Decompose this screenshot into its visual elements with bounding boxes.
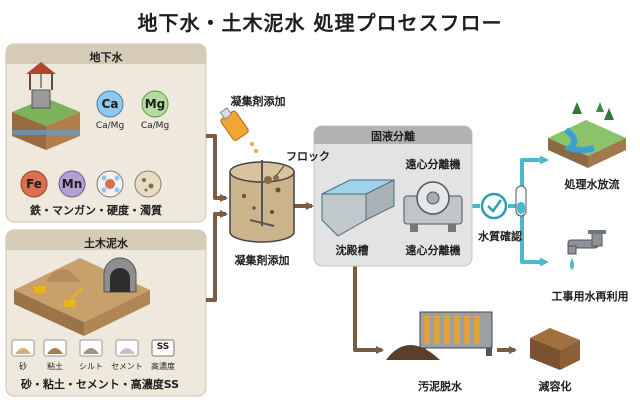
sludge-header: 土木泥水 [84,237,128,250]
material-high-concentration: 高濃度 [151,362,175,371]
page-title: 地下水・土木泥水 処理プロセスフロー [137,11,503,35]
hardness-icon [96,170,124,198]
ca-caption: Ca/Mg [95,121,125,131]
reuse-label: 工事用水再利用 [551,290,629,303]
volume-reduction-label: 減容化 [538,380,572,393]
mn-badge [58,170,86,198]
check-icon [480,192,508,220]
sludge-pile [386,345,440,360]
filter-press-machine [419,311,493,356]
sludge-footer: 砂・粘土・セメント・高濃度SS [20,378,180,391]
high-concentration-swatch [151,339,175,357]
dewatering-label: 汚泥脱水 [418,380,462,393]
centrifuge-label: 遠心分離機 [405,244,461,257]
centrifuge-top-label: 遠心分離機 [405,158,461,171]
coagulant-bottle-icon [219,107,258,153]
material-sand: 砂 [19,362,27,371]
flow-arrows [206,134,517,354]
river-icon [548,102,626,168]
discharge-label: 処理水放流 [564,178,620,191]
sand-swatch [11,339,35,357]
mn-symbol: Mn [61,177,83,191]
groundwater-header: 地下水 [89,51,123,64]
settling-tank [321,179,395,237]
groundwater-footer: 鉄・マンガン・硬度・濁質 [30,204,162,217]
silt-swatch [79,339,103,357]
material-silt: シルト [79,362,103,371]
clay-swatch [43,339,67,357]
cement-swatch [115,339,139,357]
material-clay: 粘土 [47,362,63,371]
mg-caption: Ca/Mg [140,121,170,131]
ss-tag: SS [156,342,170,352]
settling-tank-label: 沈殿槽 [335,244,369,257]
ca-badge [96,90,124,118]
construction-site-icon [14,257,150,336]
faucet-icon [567,230,606,270]
fe-badge [20,170,48,198]
floc-label: フロック [286,150,330,163]
mg-symbol: Mg [144,97,166,111]
turbidity-icon [134,170,162,198]
test-tube-icon [515,185,527,217]
material-cement: セメント [111,362,143,371]
well-icon [12,62,80,150]
ca-symbol: Ca [101,97,119,111]
floc-particles [264,165,285,184]
fe-symbol: Fe [26,177,42,191]
coagulant-label: 凝集剤添加 [230,95,286,108]
mg-badge [141,90,169,118]
centrifuge-machine [403,181,463,232]
dewatered-cake [530,328,580,370]
coagulation-tank-label: 凝集剤添加 [234,254,290,267]
coagulation-tank [229,160,295,243]
water-quality-label: 水質確認 [478,230,522,243]
separation-header: 固液分離 [371,130,415,143]
